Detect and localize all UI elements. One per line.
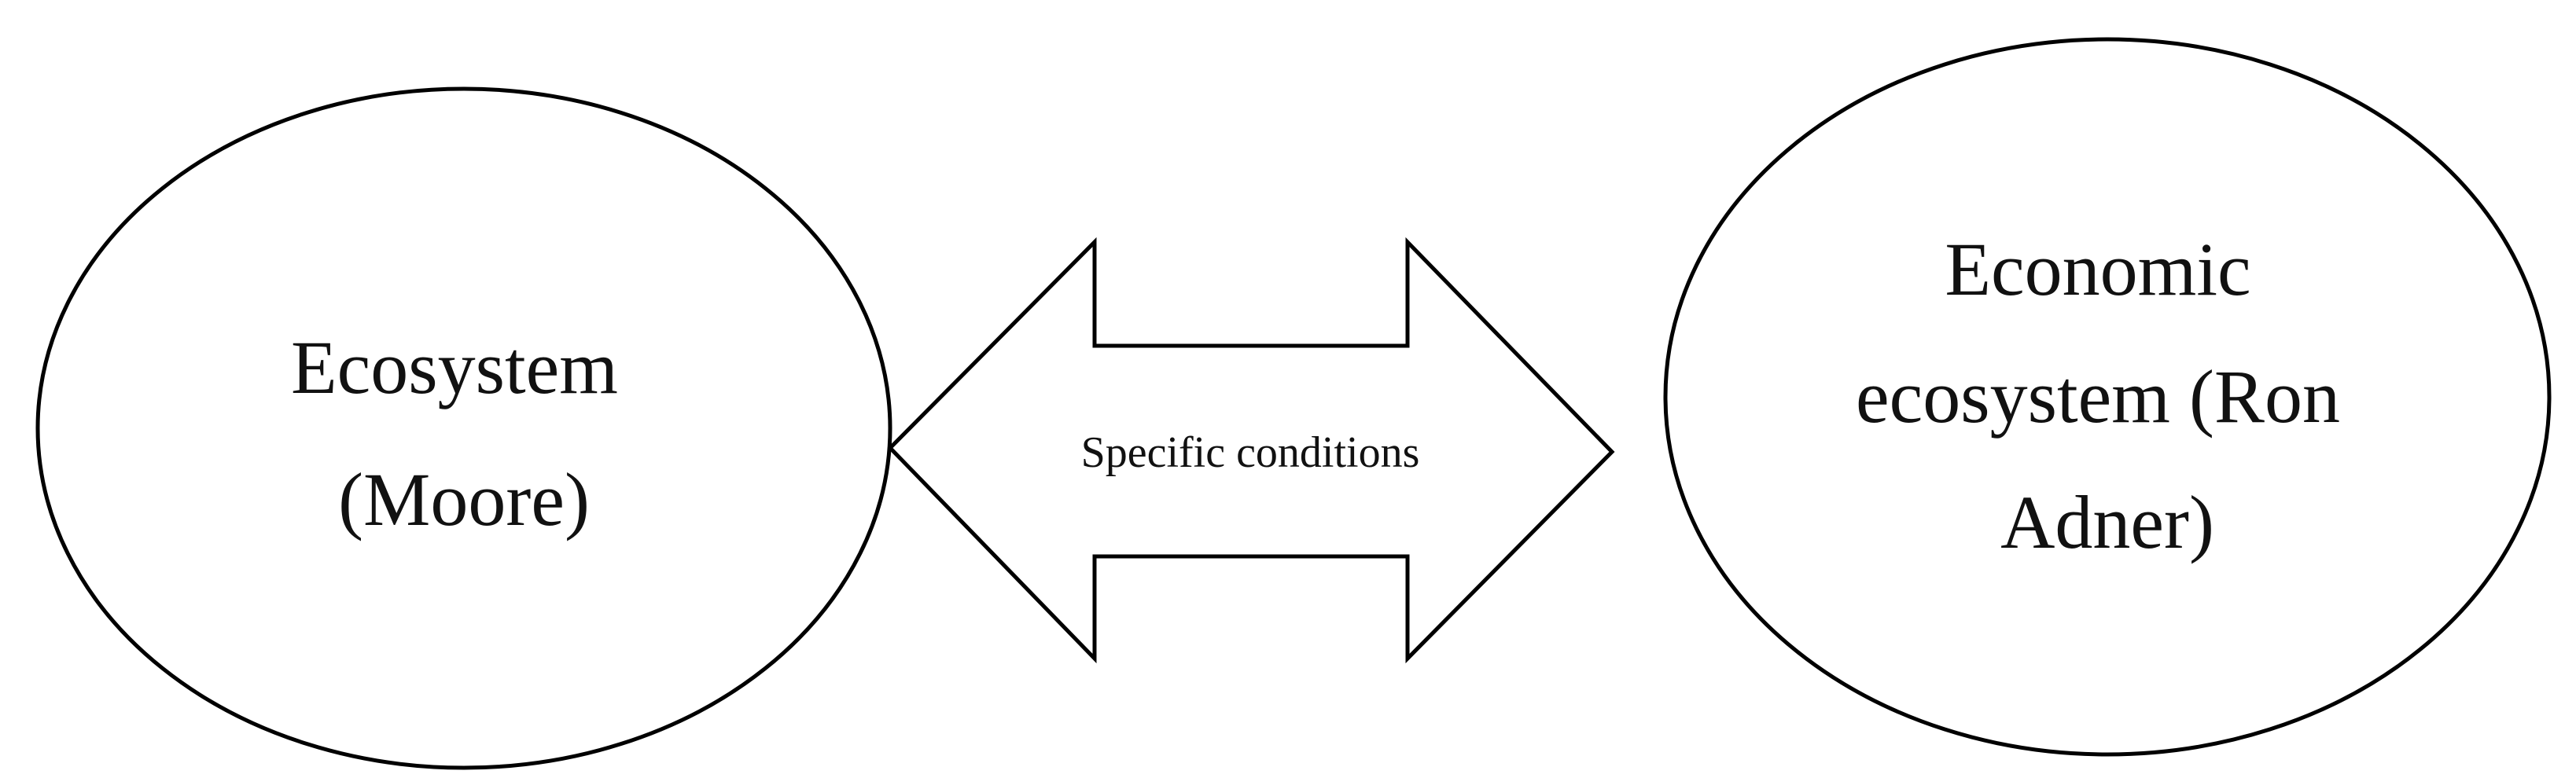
double-arrow-shape: [887, 237, 1615, 664]
left-node-line-2: (Moore): [338, 457, 590, 541]
right-node-ellipse: [1663, 37, 2552, 757]
right-node-line-3: Adner): [2000, 480, 2214, 564]
left-node-label: Ecosystem (Moore): [291, 325, 637, 541]
right-node-line-1: Economic: [1945, 227, 2250, 311]
right-node: Economic ecosystem (Ron Adner): [1663, 37, 2552, 757]
left-node-line-1: Ecosystem: [291, 325, 618, 409]
right-node-label: Economic ecosystem (Ron Adner): [1856, 227, 2359, 564]
left-node: Ecosystem (Moore): [35, 86, 892, 770]
right-node-line-2: ecosystem (Ron: [1856, 354, 2340, 439]
connector-label: Specific conditions: [1081, 428, 1420, 477]
left-node-ellipse: [35, 86, 892, 770]
connector: Specific conditions: [887, 237, 1615, 664]
